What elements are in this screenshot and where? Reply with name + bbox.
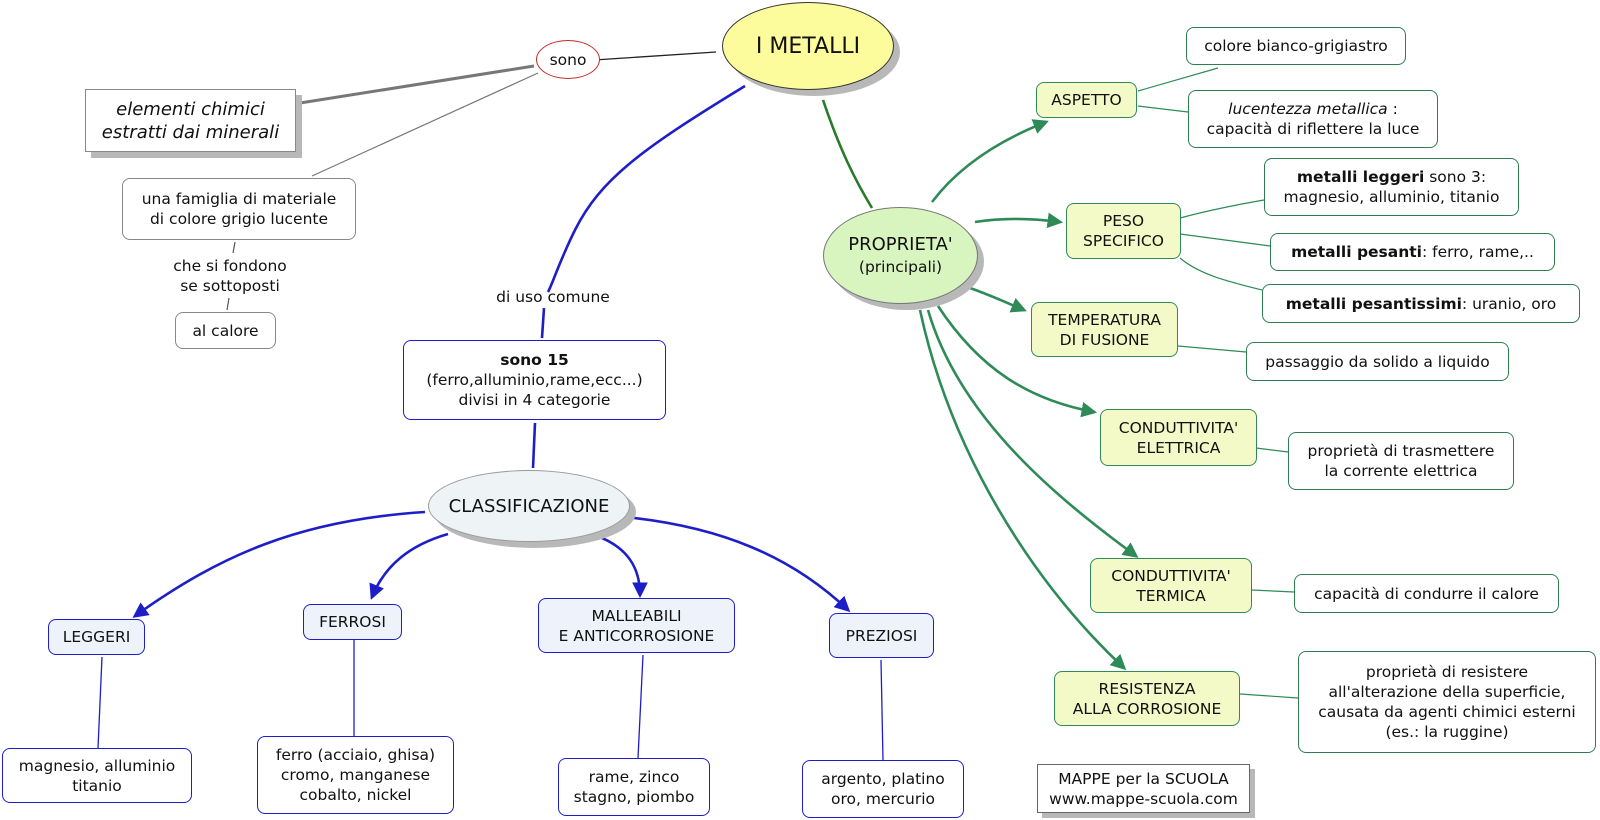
properties-node: PROPRIETA' (principali) <box>823 207 978 304</box>
link-peso-heavy <box>1179 233 1271 247</box>
link-box-classification <box>531 422 537 469</box>
usage-label: di uso comune <box>496 288 610 306</box>
sono-node: sono <box>536 40 600 79</box>
category-ferrosi: FERROSI <box>303 604 402 640</box>
classification-node: CLASSIFICAZIONE <box>428 470 630 542</box>
fusion-desc-box: passaggio da solido a liquido <box>1246 342 1509 381</box>
link-leggeri-examples <box>97 656 103 749</box>
family-node: una famiglia di materiale di colore grig… <box>122 178 356 240</box>
definition-node: elementi chimici estratti dai minerali <box>85 89 296 152</box>
usage-box: sono 15 (ferro,alluminio,rame,ecc...) di… <box>403 340 666 420</box>
weight-heavy-box: metalli pesanti: ferro, rame,.. <box>1270 233 1555 271</box>
property-temperatura: TEMPERATURA DI FUSIONE <box>1031 302 1178 357</box>
link-title-properties <box>821 99 874 209</box>
arrow-leggeri <box>132 510 426 618</box>
category-preziosi: PREZIOSI <box>829 613 934 658</box>
link-sono-definition <box>299 64 535 105</box>
link-malleabili-examples <box>637 654 644 759</box>
arrow-aspetto <box>930 119 1049 203</box>
title-text: I METALLI <box>755 33 861 59</box>
aspect-color-box: colore bianco-grigiastro <box>1186 27 1406 65</box>
examples-ferrosi: ferro (acciaio, ghisa) cromo, manganese … <box>257 736 454 814</box>
link-peso-light <box>1179 199 1265 219</box>
link-usage-box <box>540 307 546 339</box>
arrow-termica <box>926 309 1139 558</box>
examples-preziosi: argento, platino oro, mercurio <box>802 760 964 818</box>
link-resistenza-desc <box>1239 693 1299 699</box>
heat-node: al calore <box>175 312 276 349</box>
property-resistenza: RESISTENZA ALLA CORROSIONE <box>1054 671 1240 726</box>
link-family-melt <box>232 241 236 254</box>
arrow-resistenza <box>918 309 1127 671</box>
aspect-luster-box: lucentezza metallica : capacità di rifle… <box>1188 90 1438 148</box>
property-elettrica: CONDUTTIVITA' ELETTRICA <box>1100 409 1257 466</box>
property-aspetto: ASPETTO <box>1036 82 1137 118</box>
thermal-desc-box: capacità di condurre il calore <box>1294 574 1559 613</box>
link-title-usage <box>546 84 746 293</box>
examples-malleabili: rame, zinco stagno, piombo <box>558 758 710 816</box>
property-peso: PESO SPECIFICO <box>1066 203 1181 259</box>
arrow-elettrica <box>936 305 1098 418</box>
link-title-sono <box>593 51 717 61</box>
arrow-preziosi <box>633 516 851 613</box>
link-preziosi-examples <box>880 659 884 761</box>
link-temperatura-desc <box>1177 345 1247 353</box>
link-peso-veryheavy <box>1179 257 1263 291</box>
title-node: I METALLI <box>722 2 894 90</box>
link-melt-heat <box>226 297 230 311</box>
property-termica: CONDUTTIVITA' TERMICA <box>1090 558 1252 613</box>
corrosion-desc-box: proprietà di resistere all'alterazione d… <box>1298 651 1596 753</box>
arrow-malleabili <box>601 536 648 599</box>
link-elettrica-desc <box>1255 447 1289 453</box>
electric-desc-box: proprietà di trasmettere la corrente ele… <box>1288 432 1514 490</box>
link-aspetto-luster <box>1137 105 1189 113</box>
arrow-temperatura <box>969 286 1027 313</box>
melt-node: che si fondono se sottoposti <box>173 257 287 295</box>
category-malleabili: MALLEABILI E ANTICORROSIONE <box>538 598 735 653</box>
credit-box: MAPPE per la SCUOLA www.mappe-scuola.com <box>1037 764 1250 813</box>
link-termica-desc <box>1251 589 1295 593</box>
arrow-peso <box>974 212 1064 229</box>
arrow-ferrosi <box>369 532 449 600</box>
weight-veryheavy-box: metalli pesantissimi: uranio, oro <box>1262 284 1580 323</box>
link-aspetto-color <box>1137 67 1219 92</box>
category-leggeri: LEGGERI <box>48 619 145 655</box>
link-sono-family <box>311 72 539 177</box>
weight-light-box: metalli leggeri sono 3: magnesio, allumi… <box>1264 158 1519 216</box>
examples-leggeri: magnesio, alluminio titanio <box>2 748 192 803</box>
